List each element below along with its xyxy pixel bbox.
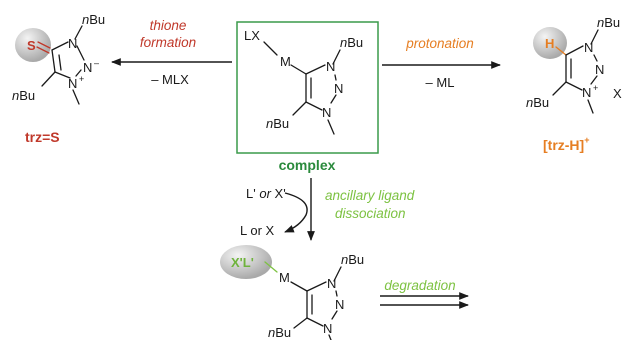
dissociation-arrow: L' or X' L or X ancillary ligand dissoci… [240,178,415,241]
ring-n1: N [326,59,335,74]
thione-byproduct: – MLX [151,72,189,87]
charge-plus: + [79,74,84,84]
nbu-label: nBu [12,88,35,103]
ring-n1: N [68,36,77,51]
complex-box [236,21,379,154]
sulfur-atom: S [27,38,36,53]
ring-n3: N [323,321,332,336]
nbu-label: nBu [82,12,105,27]
ring-n1: N [327,276,336,291]
thione-condition-line2: formation [140,35,196,50]
nbu-label: nBu [340,35,363,50]
nbu-label: nBu [597,15,620,30]
thione-formation-arrow: thione formation – MLX [111,18,232,87]
ring-n3: N [582,85,591,100]
ancillary-ligand-label: X'L' [231,255,254,270]
incoming-ligand: L' or X' [246,186,286,201]
ring-n2: N [334,81,343,96]
counter-anion: X [613,86,622,101]
thione-label: trz=S [25,129,60,145]
ancillary-ligand-bubble [220,245,272,279]
substituent-bubble [533,27,567,59]
substituent-bubble [15,28,51,62]
nbu-label: nBu [341,252,364,267]
nbu-label: nBu [526,95,549,110]
charge-minus: – [94,58,99,68]
degradation-arrow: degradation [380,278,469,309]
lx-ligand: LX [244,28,260,43]
protonation-condition: protonation [405,36,474,51]
ring-n2: N [595,62,604,77]
degradation-condition: degradation [384,278,455,293]
ancillary-condition-line2: dissociation [335,206,406,221]
protonation-arrow: protonation – ML [382,36,501,90]
thione-condition-line1: thione [150,18,187,33]
ancillary-condition-line1: ancillary ligand [325,188,415,203]
complex-label: complex [279,157,336,173]
complex-structure: LX M N N N nBu nBu [244,28,363,135]
ring-n3: N [322,105,331,120]
triazolium-label: [trz-H]+ [543,135,589,153]
metal-atom: M [280,54,291,69]
charge-plus: + [593,83,598,93]
nbu-label: nBu [268,325,291,340]
metal-atom: M [279,270,290,285]
thione-structure: S N N – N + nBu nBu [12,12,105,105]
ring-n2: N [83,60,92,75]
nbu-label: nBu [266,116,289,131]
ring-n3: N [68,76,77,91]
ring-n1: N [584,40,593,55]
ring-n2: N [335,297,344,312]
hydrogen-atom: H [545,36,554,51]
ancillary-complex-structure: X'L' M N N N nBu nBu [220,245,364,340]
protonation-byproduct: – ML [426,75,455,90]
outgoing-ligand: L or X [240,223,275,238]
triazolium-structure: H N N N + X nBu nBu [526,15,622,114]
